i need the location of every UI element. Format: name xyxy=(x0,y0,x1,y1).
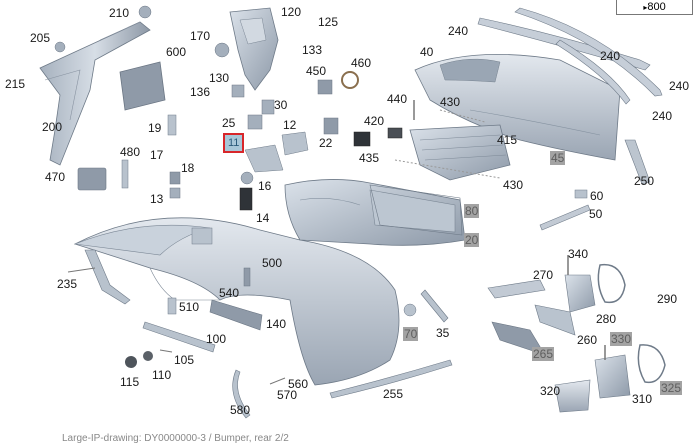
callout-label[interactable]: 210 xyxy=(109,6,130,20)
callout-label[interactable]: 115 xyxy=(120,375,140,389)
callout-label[interactable]: 430 xyxy=(503,178,524,192)
callout-label[interactable]: 14 xyxy=(256,211,270,225)
callout-label[interactable]: 435 xyxy=(359,151,380,165)
callout-label[interactable]: 415 xyxy=(497,133,518,147)
callout-label[interactable]: 60 xyxy=(590,189,604,203)
callout-label[interactable]: 320 xyxy=(540,384,561,398)
callout-label[interactable]: 50 xyxy=(589,207,603,221)
callout-label[interactable]: 120 xyxy=(281,5,302,19)
callout-label[interactable]: 22 xyxy=(319,136,333,150)
callout-label[interactable]: 470 xyxy=(45,170,66,184)
callout-label[interactable]: 13 xyxy=(150,192,164,206)
callout-label[interactable]: 250 xyxy=(634,174,655,188)
callout-label[interactable]: 310 xyxy=(632,392,653,406)
page-link-label: 800 xyxy=(647,1,666,13)
callout-label[interactable]: 480 xyxy=(120,145,141,159)
footer-caption: Large-IP-drawing: DY0000000-3 / Bumper, … xyxy=(62,433,289,444)
callout-label[interactable]: 136 xyxy=(190,85,211,99)
callout-label[interactable]: 265 xyxy=(532,347,555,361)
callout-label[interactable]: 110 xyxy=(152,368,172,382)
next-page-link[interactable]: ▸800 xyxy=(616,0,693,15)
callout-label[interactable]: 600 xyxy=(166,45,187,59)
callout-label[interactable]: 16 xyxy=(258,179,272,193)
callout-label[interactable]: 260 xyxy=(577,333,598,347)
callout-label[interactable]: 255 xyxy=(383,387,404,401)
callout-label[interactable]: 330 xyxy=(610,332,633,346)
mounting-bracket[interactable] xyxy=(229,7,279,91)
callout-label[interactable]: 125 xyxy=(318,15,339,29)
callout-label[interactable]: 20 xyxy=(464,233,480,247)
callout-label[interactable]: 540 xyxy=(219,286,240,300)
callout-label[interactable]: 25 xyxy=(222,116,236,130)
callout-label[interactable]: 140 xyxy=(266,317,287,331)
diffuser[interactable] xyxy=(414,53,621,161)
callout-label[interactable]: 420 xyxy=(364,114,385,128)
callout-label[interactable]: 215 xyxy=(5,77,26,91)
callout-label[interactable]: 19 xyxy=(148,121,162,135)
callout-label[interactable]: 30 xyxy=(274,98,288,112)
callout-label[interactable]: 200 xyxy=(42,120,63,134)
callout-label[interactable]: 45 xyxy=(550,151,566,165)
callout-label[interactable]: 240 xyxy=(652,109,673,123)
callout-label[interactable]: 580 xyxy=(230,403,251,417)
callout-label[interactable]: 235 xyxy=(57,277,78,291)
callout-label[interactable]: 325 xyxy=(660,381,683,395)
callout-label[interactable]: 170 xyxy=(190,29,211,43)
callout-label-selected[interactable]: 11 xyxy=(223,133,245,153)
arrow-right-icon: ▸ xyxy=(643,3,648,12)
callout-label[interactable]: 240 xyxy=(448,24,469,38)
callout-label[interactable]: 130 xyxy=(209,71,230,85)
callout-label[interactable]: 12 xyxy=(283,118,297,132)
callout-label[interactable]: 17 xyxy=(150,148,164,162)
callout-label[interactable]: 40 xyxy=(420,45,434,59)
callout-label[interactable]: 80 xyxy=(464,204,480,218)
support-frame[interactable] xyxy=(39,21,151,166)
callout-label[interactable]: 35 xyxy=(436,326,450,340)
callout-label[interactable]: 430 xyxy=(440,95,461,109)
callout-label[interactable]: 510 xyxy=(179,300,200,314)
callout-label[interactable]: 70 xyxy=(403,327,419,341)
callout-label[interactable]: 240 xyxy=(600,49,621,63)
callout-label[interactable]: 133 xyxy=(302,43,323,57)
callout-label[interactable]: 570 xyxy=(277,388,298,402)
callout-label[interactable]: 340 xyxy=(568,247,589,261)
callout-label[interactable]: 290 xyxy=(657,292,678,306)
callout-label[interactable]: 270 xyxy=(533,268,554,282)
callout-label[interactable]: 440 xyxy=(387,92,408,106)
callout-label[interactable]: 280 xyxy=(596,312,617,326)
callout-label[interactable]: 18 xyxy=(181,161,195,175)
callout-label[interactable]: 240 xyxy=(669,79,690,93)
callout-label[interactable]: 460 xyxy=(351,56,372,70)
callout-label[interactable]: 450 xyxy=(306,64,327,78)
bumper-cover-lower-part[interactable] xyxy=(73,217,400,386)
callout-label[interactable]: 500 xyxy=(262,256,283,270)
callout-label[interactable]: 100 xyxy=(206,332,227,346)
callout-label[interactable]: 560 xyxy=(288,377,309,391)
callout-label[interactable]: 205 xyxy=(30,31,51,45)
callout-label[interactable]: 105 xyxy=(174,353,195,367)
